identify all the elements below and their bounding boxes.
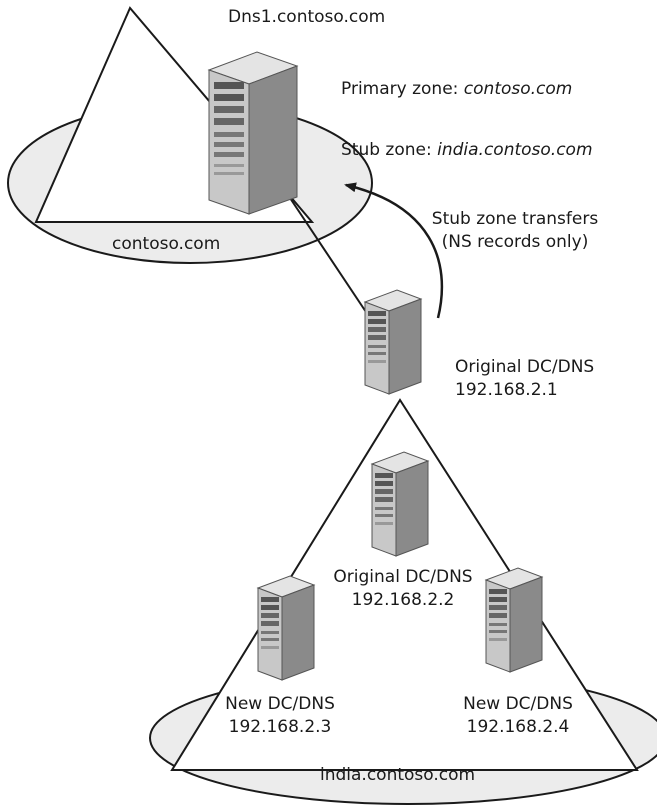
stub-zone-name: india.contoso.com xyxy=(437,140,593,160)
server-tower-icon xyxy=(256,575,316,681)
new-dc4-ip: 192.168.2.4 xyxy=(466,717,570,737)
original-dc1-ip: 192.168.2.1 xyxy=(455,380,558,400)
dns1-host-label: Dns1.contoso.com xyxy=(228,7,386,27)
primary-zone-prefix: Primary zone: xyxy=(341,79,464,99)
new-dc3-label: New DC/DNS 192.168.2.3 xyxy=(210,693,350,739)
stub-transfer-line2: (NS records only) xyxy=(441,232,589,252)
server-tower-icon xyxy=(370,451,430,557)
stub-transfer-arrow xyxy=(344,182,444,319)
new-dc4-name: New DC/DNS xyxy=(463,694,573,714)
primary-zone-name: contoso.com xyxy=(463,79,573,99)
original-dc2-name: Original DC/DNS xyxy=(333,567,473,587)
new-dc3-name: New DC/DNS xyxy=(225,694,335,714)
primary-zone-label: Primary zone: contoso.com xyxy=(341,78,572,101)
stub-zone-label: Stub zone: india.contoso.com xyxy=(341,139,593,162)
stub-transfer-caption: Stub zone transfers (NS records only) xyxy=(410,208,620,254)
new-dc3-ip: 192.168.2.3 xyxy=(228,717,332,737)
server-tower-icon xyxy=(207,51,299,215)
dns1-to-original-dc-link xyxy=(289,197,371,319)
india-domain-label: india.contoso.com xyxy=(320,765,476,785)
stub-transfer-line1: Stub zone transfers xyxy=(431,209,599,229)
original-dc2-ip: 192.168.2.2 xyxy=(351,590,455,610)
server-tower-icon xyxy=(484,567,544,673)
original-dc1-label: Original DC/DNS 192.168.2.1 xyxy=(455,356,594,402)
contoso-domain-label: contoso.com xyxy=(112,234,221,254)
stub-zone-prefix: Stub zone: xyxy=(341,140,438,160)
original-dc1-name: Original DC/DNS xyxy=(455,357,595,377)
original-dc2-label: Original DC/DNS 192.168.2.2 xyxy=(318,566,488,612)
server-tower-icon xyxy=(363,289,423,395)
new-dc4-label: New DC/DNS 192.168.2.4 xyxy=(448,693,588,739)
